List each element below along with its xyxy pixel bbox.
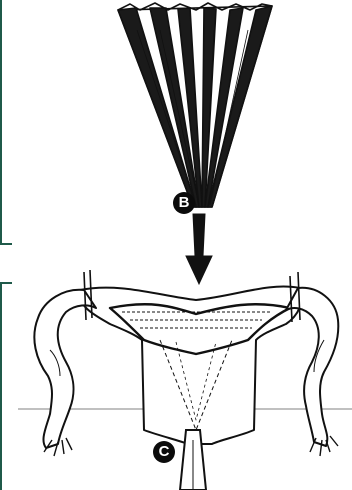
right-fallopian-tube xyxy=(286,272,338,456)
label-badge-c: C xyxy=(153,441,175,463)
left-fallopian-tube xyxy=(34,270,96,456)
uterus-illustration xyxy=(79,287,302,444)
label-badge-b: B xyxy=(173,192,195,214)
down-arrow xyxy=(186,214,212,284)
pleated-fan-illustration xyxy=(118,3,272,207)
